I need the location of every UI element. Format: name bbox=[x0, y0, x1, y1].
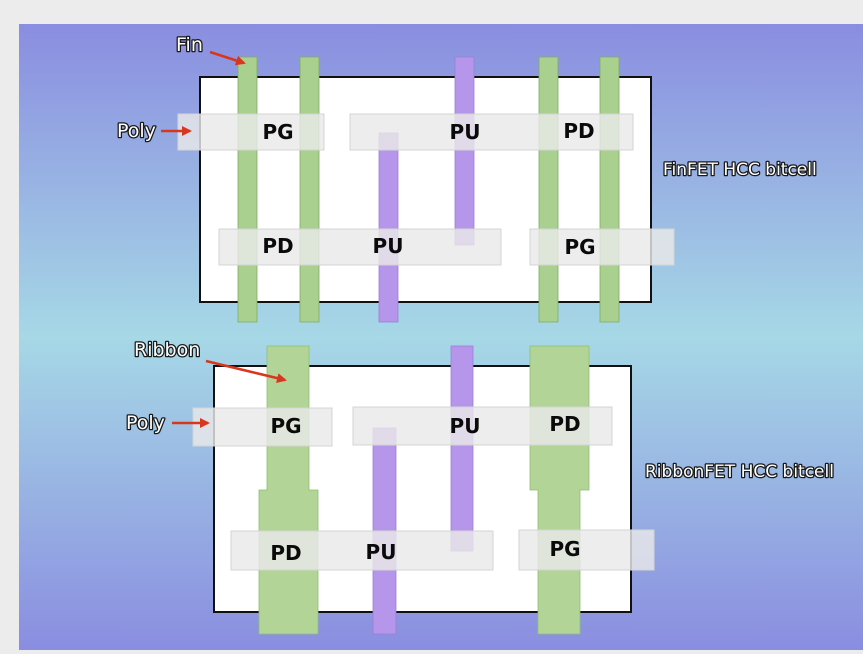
finfet-label-pd-top: PD bbox=[563, 119, 594, 143]
ribbonfet-poly-annotation: Poly bbox=[126, 412, 165, 434]
finfet-poly-pg-bottom bbox=[529, 228, 675, 266]
ribbonfet-poly-pu-pd-top bbox=[352, 406, 613, 446]
finfet-fin-3 bbox=[538, 56, 559, 323]
ribbonfet-cell: PG PU PD PD PU PG bbox=[192, 345, 655, 635]
finfet-label-pd-bottom: PD bbox=[262, 234, 293, 258]
ribbonfet-poly-pg-top bbox=[192, 407, 333, 447]
ribbonfet-label-pu-top: PU bbox=[450, 414, 481, 438]
finfet-poly-annotation: Poly bbox=[117, 120, 156, 142]
finfet-fin-2 bbox=[299, 56, 320, 323]
ribbon-annotation: Ribbon bbox=[134, 339, 200, 361]
ribbonfet-pu-ribbon-top bbox=[450, 345, 474, 552]
ribbon-arrow bbox=[205, 359, 287, 383]
ribbonfet-poly-pg-bottom bbox=[518, 529, 655, 571]
finfet-poly-pu-pd-top bbox=[349, 113, 634, 151]
finfet-cell: PG PU PD PD PU PG bbox=[177, 56, 675, 323]
ribbonfet-caption: RibbonFET HCC bitcell bbox=[645, 462, 834, 482]
fin-arrow bbox=[209, 50, 246, 66]
ribbonfet-label-pg-bottom: PG bbox=[549, 537, 580, 561]
ribbonfet-ribbon-left bbox=[258, 345, 319, 635]
finfet-caption: FinFET HCC bitcell bbox=[663, 160, 817, 180]
finfet-poly-pg-top bbox=[177, 113, 325, 151]
finfet-fin-1 bbox=[237, 56, 258, 323]
ribbonfet-label-pd-top: PD bbox=[549, 412, 580, 436]
finfet-label-pg-bottom: PG bbox=[564, 235, 595, 259]
ribbonfet-label-pd-bottom: PD bbox=[270, 541, 301, 565]
finfet-label-pu-top: PU bbox=[450, 120, 481, 144]
finfet-label-pu-bottom: PU bbox=[373, 234, 404, 258]
fin-annotation: Fin bbox=[176, 34, 203, 56]
ribbonfet-label-pu-bottom: PU bbox=[366, 540, 397, 564]
finfet-poly-pd-pu-bottom bbox=[218, 228, 502, 266]
ribbonfet-poly-pd-pu-bottom bbox=[230, 530, 494, 571]
finfet-fin-4 bbox=[599, 56, 620, 323]
ribbonfet-label-pg-top: PG bbox=[270, 414, 301, 438]
finfet-pu-fin-bottom bbox=[378, 132, 399, 323]
finfet-label-pg-top: PG bbox=[262, 120, 293, 144]
finfet-cell-boundary bbox=[199, 76, 652, 303]
finfet-pu-fin-top bbox=[454, 56, 475, 246]
ribbonfet-ribbon-right bbox=[529, 345, 590, 635]
